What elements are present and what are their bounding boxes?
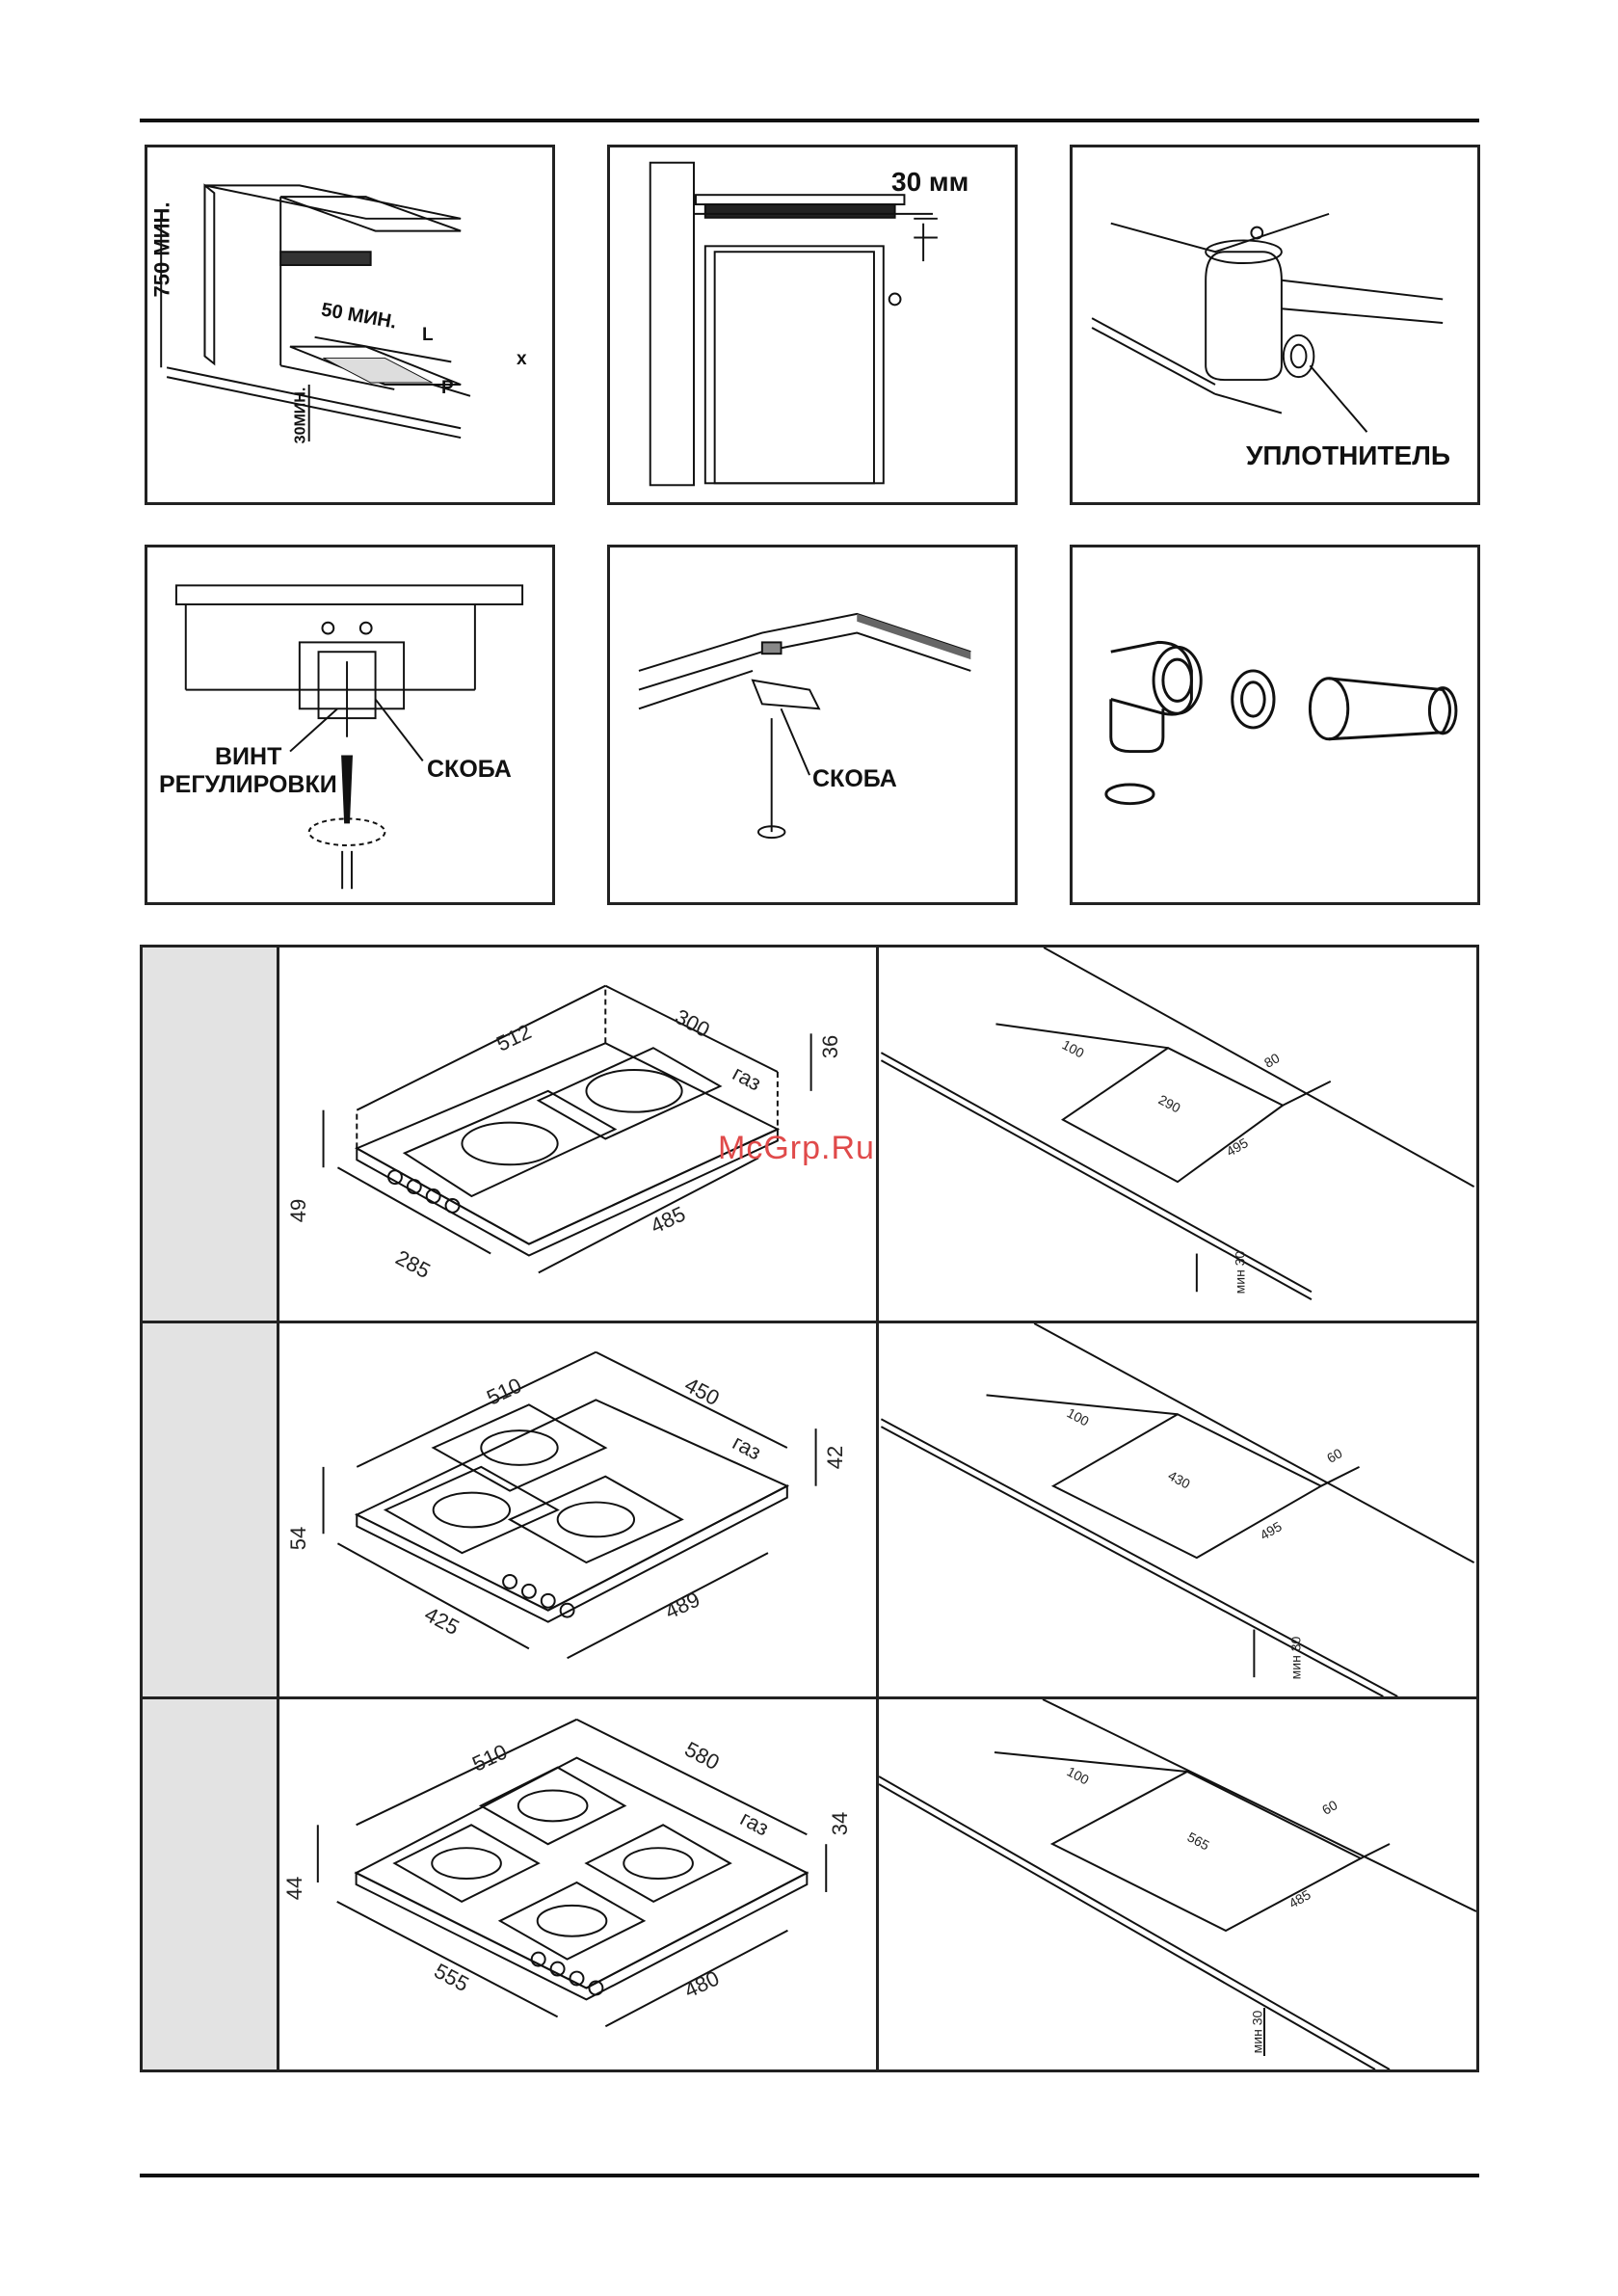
cutout-1-iso	[879, 948, 1476, 1321]
hob-2-iso	[279, 1323, 876, 1696]
watermark: McGrp.Ru	[718, 1130, 875, 1167]
bracket-label-2: СКОБА	[812, 767, 897, 791]
hob-3-height-top: 34	[830, 1812, 851, 1835]
hob-2-height-side: 54	[288, 1527, 309, 1550]
cutout-3-drawing: 100 60 565 485 мин 30	[879, 1699, 1476, 2069]
cutout-2-iso	[879, 1323, 1476, 1696]
dim-x: x	[517, 350, 527, 368]
row-label-cell-3	[143, 1699, 279, 2069]
top-rule	[140, 119, 1479, 122]
hob-1-height-top: 36	[820, 1035, 841, 1058]
panel-seal: УПЛОТНИТЕЛЬ	[1070, 145, 1480, 505]
adjust-screw-drawing	[147, 547, 552, 902]
screw-label-2: РЕГУЛИРОВКИ	[159, 773, 337, 797]
fittings-drawing	[1073, 547, 1477, 902]
panel-gas-fittings	[1070, 545, 1480, 905]
row-label-cell-1	[143, 948, 279, 1323]
panel-adjust-screw: ВИНТ РЕГУЛИРОВКИ СКОБА	[145, 545, 555, 905]
dim-P: P	[441, 379, 454, 397]
bracket-label: СКОБА	[427, 758, 512, 782]
hob-3-iso	[279, 1699, 876, 2069]
cutout-2-min: мин 30	[1288, 1637, 1302, 1680]
panel-installation-clearances: 750 МИН. 50 МИН. L x P 30МИН.	[145, 145, 555, 505]
cabinet-section-drawing	[610, 147, 1015, 502]
hob-1-height-side: 49	[288, 1199, 309, 1222]
dimension-table: 512 300 36 газ 49 285 485 100 80 290 495…	[140, 945, 1479, 2072]
hob-2-height-top: 42	[825, 1446, 846, 1469]
dim-30-min: 30МИН.	[293, 387, 308, 444]
row-label-cell-2	[143, 1323, 279, 1699]
screw-label-1: ВИНТ	[215, 745, 281, 769]
dim-750-min: 750 МИН.	[151, 202, 172, 298]
cutout-3-min: мин 30	[1250, 2011, 1263, 2054]
hob-3-drawing: 510 580 34 газ 44 555 480	[279, 1699, 879, 2069]
cutout-2-drawing: 100 60 430 495 мин 30	[879, 1323, 1476, 1699]
panel-bracket: СКОБА	[607, 545, 1018, 905]
dim-30mm: 30 мм	[891, 169, 968, 196]
cutout-1-min: мин 30	[1233, 1251, 1246, 1295]
dim-L: L	[422, 326, 434, 344]
hob-3-height-side: 44	[284, 1877, 305, 1900]
cutout-1-drawing: 100 80 290 495 мин 30	[879, 948, 1476, 1323]
cutout-3-iso	[879, 1699, 1476, 2069]
seal-label: УПЛОТНИТЕЛЬ	[1246, 442, 1450, 469]
bracket-drawing	[610, 547, 1015, 902]
panel-cabinet-section: 30 мм	[607, 145, 1018, 505]
hob-2-drawing: 510 450 42 газ 54 425 489	[279, 1323, 879, 1699]
bottom-rule	[140, 2174, 1479, 2177]
